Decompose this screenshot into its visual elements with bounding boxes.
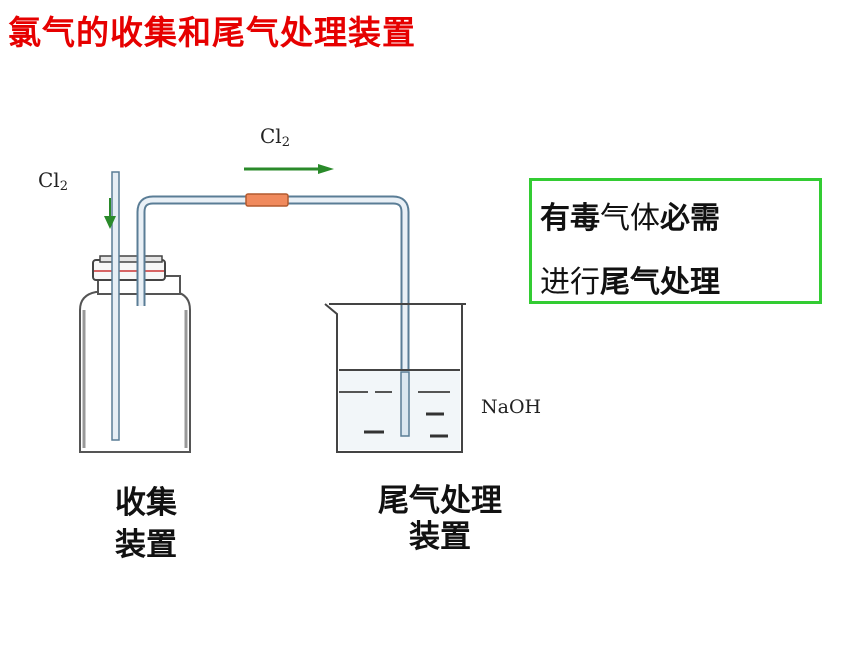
- note-text: 气体: [600, 201, 660, 236]
- flow-gas-label: Cl2: [260, 124, 290, 150]
- naoh-solution: [339, 369, 460, 450]
- note-line-2: 进行尾气处理: [540, 251, 819, 315]
- page-title: 氯气的收集和尾气处理装置: [8, 13, 416, 52]
- note-text: 尾气处理: [600, 265, 720, 300]
- caption-collection: 收集 装置: [115, 485, 177, 563]
- collection-bottle: [79, 275, 191, 453]
- note-text: 进行: [540, 265, 600, 300]
- beaker: [324, 303, 466, 453]
- inlet-tube: [111, 171, 120, 441]
- note-text: 有毒: [540, 201, 600, 236]
- flow-arrow: [244, 164, 334, 174]
- note-line-1: 有毒气体必需: [540, 187, 819, 251]
- note-box: 有毒气体必需 进行尾气处理: [529, 178, 822, 304]
- inlet-arrow: [104, 198, 116, 229]
- rubber-stopper: [92, 255, 166, 281]
- rubber-connector: [245, 193, 289, 207]
- caption-treatment: 尾气处理 装置: [378, 483, 502, 555]
- note-text: 必需: [660, 201, 720, 236]
- naoh-label: NaOH: [481, 396, 542, 418]
- inlet-gas-label: Cl2: [38, 168, 68, 194]
